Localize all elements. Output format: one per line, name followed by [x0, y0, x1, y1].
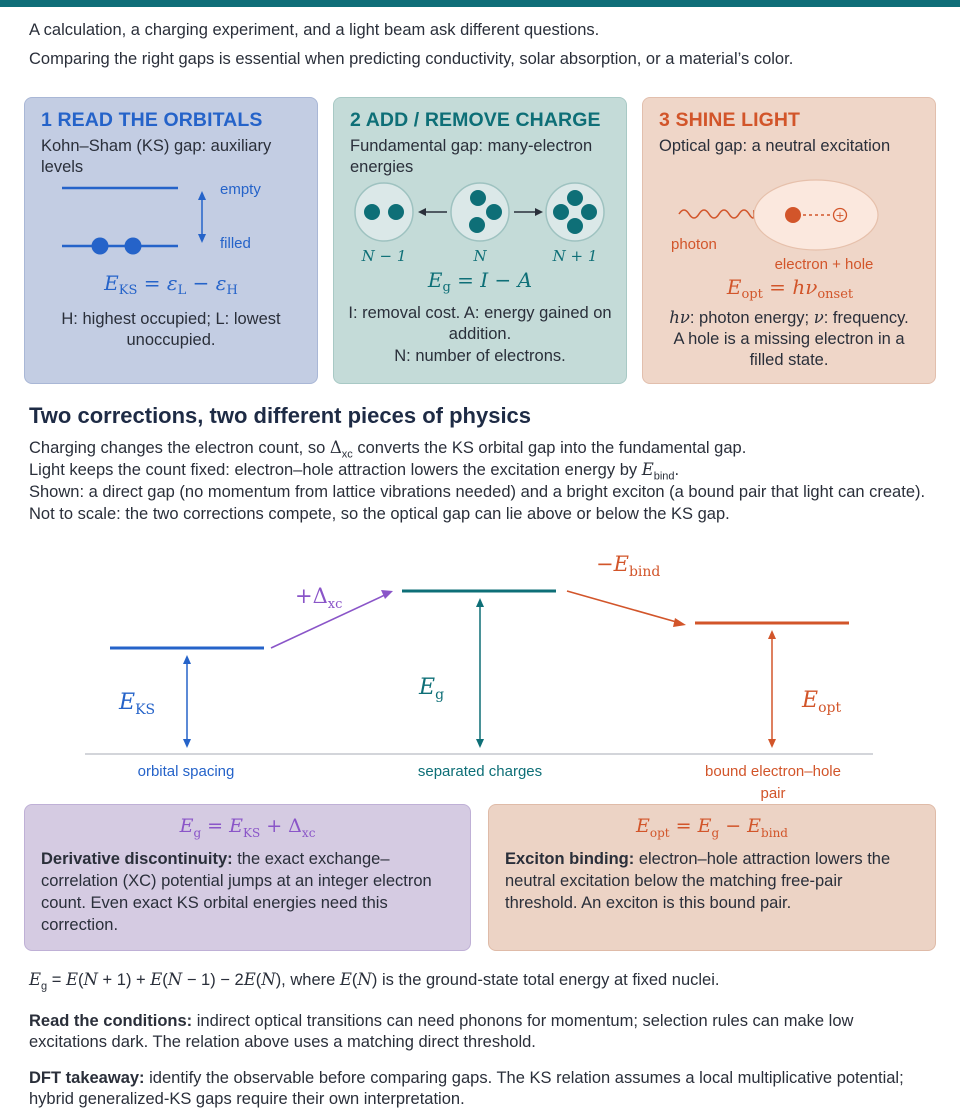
binding-correction-arrow [566, 590, 681, 624]
label-orbital-spacing: orbital spacing [138, 763, 235, 780]
photon-wave-icon [678, 209, 756, 219]
electron-dot [785, 207, 801, 223]
label-bound-pair: bound electron–hole [705, 763, 841, 780]
svg-text:+: + [835, 209, 844, 222]
fundamental-gap-symbol: Eg [418, 675, 444, 703]
ks-gap-symbol: EKS [118, 690, 155, 718]
conditions-heading: Read the conditions: [29, 1012, 193, 1030]
section-paragraph-1: Charging changes the electron count, so … [29, 438, 747, 461]
section-title: Two corrections, two different pieces of… [29, 403, 532, 428]
exciton-binding-box: Eopt = Eg − Ebind Exciton binding: elect… [488, 804, 936, 951]
card-note: hν: photon energy; ν: frequency.A hole i… [669, 308, 909, 369]
section-paragraph-3: Shown: a direct gap (no momentum from la… [29, 483, 926, 523]
card-note-2: N: number of electrons. [394, 347, 566, 365]
filled-label: filled [220, 235, 251, 252]
card-subtitle: Fundamental gap: many-electron energies [350, 137, 593, 176]
state-n-plus-1 [545, 182, 605, 242]
empty-label: empty [220, 181, 261, 198]
binding-equation: Eopt = Eg − Ebind [636, 815, 788, 840]
fundamental-gap-formula: Eg = E(N + 1) + E(N − 1) − 2E(N), where … [29, 970, 720, 993]
card-subtitle: Kohn–Sham (KS) gap: auxiliary levels [41, 137, 272, 176]
takeaway-text: identify the observable before comparing… [29, 1069, 904, 1108]
top-accent-bar [0, 0, 960, 7]
card-title: 3 SHINE LIGHT [659, 109, 801, 131]
card-note: H: highest occupied; L: lowest unoccupie… [61, 310, 281, 349]
label-n: N [472, 247, 487, 265]
ks-gap-equation: EKS = εL − εH [103, 271, 238, 298]
intro-line-2: Comparing the right gaps is essential wh… [29, 50, 794, 68]
label-n-minus-1: N − 1 [361, 247, 407, 265]
electron-dot [124, 237, 142, 255]
takeaway-heading: DFT takeaway: [29, 1069, 145, 1087]
card-read-orbitals: 1 READ THE ORBITALS Kohn–Sham (KS) gap: … [24, 97, 318, 384]
box-text: electron–hole attraction lowers the neut… [505, 849, 891, 912]
section-paragraph-2: Light keeps the count fixed: electron–ho… [29, 460, 680, 483]
photon-label: photon [671, 236, 717, 253]
box-text: the exact exchange–correlation (XC) pote… [41, 849, 432, 934]
pair-label: electron + hole [775, 256, 874, 273]
hole-icon [832, 207, 848, 223]
xc-equation: Eg = EKS + Δxc [179, 815, 316, 840]
box-heading: Exciton binding: [505, 849, 635, 868]
takeaway-note: DFT takeaway: identify the observable be… [29, 1068, 934, 1110]
label-separated-charges: separated charges [418, 763, 542, 780]
binding-correction-label: −Ebind [596, 552, 660, 580]
optical-gap-symbol: Eopt [801, 688, 841, 716]
conditions-text: indirect optical transitions can need ph… [29, 1012, 854, 1051]
conditions-note: Read the conditions: indirect optical tr… [29, 1011, 934, 1053]
electron-dot [91, 237, 109, 255]
intro-line-1: A calculation, a charging experiment, an… [29, 21, 600, 39]
card-subtitle: Optical gap: a neutral excitation [659, 137, 891, 155]
state-n [450, 182, 510, 242]
card-note: I: removal cost. A: energy gained on add… [348, 304, 612, 343]
label-bound-pair-2: pair [760, 785, 785, 802]
card-title: 1 READ THE ORBITALS [41, 109, 263, 131]
card-title: 2 ADD / REMOVE CHARGE [350, 109, 601, 131]
derivative-discontinuity-box: Eg = EKS + Δxc Derivative discontinuity:… [24, 804, 471, 951]
box-heading: Derivative discontinuity: [41, 849, 233, 868]
state-n-minus-1 [354, 182, 414, 242]
xc-correction-arrow [270, 593, 388, 649]
label-n-plus-1: N + 1 [552, 247, 598, 265]
xc-correction-label: +Δxc [295, 584, 342, 612]
